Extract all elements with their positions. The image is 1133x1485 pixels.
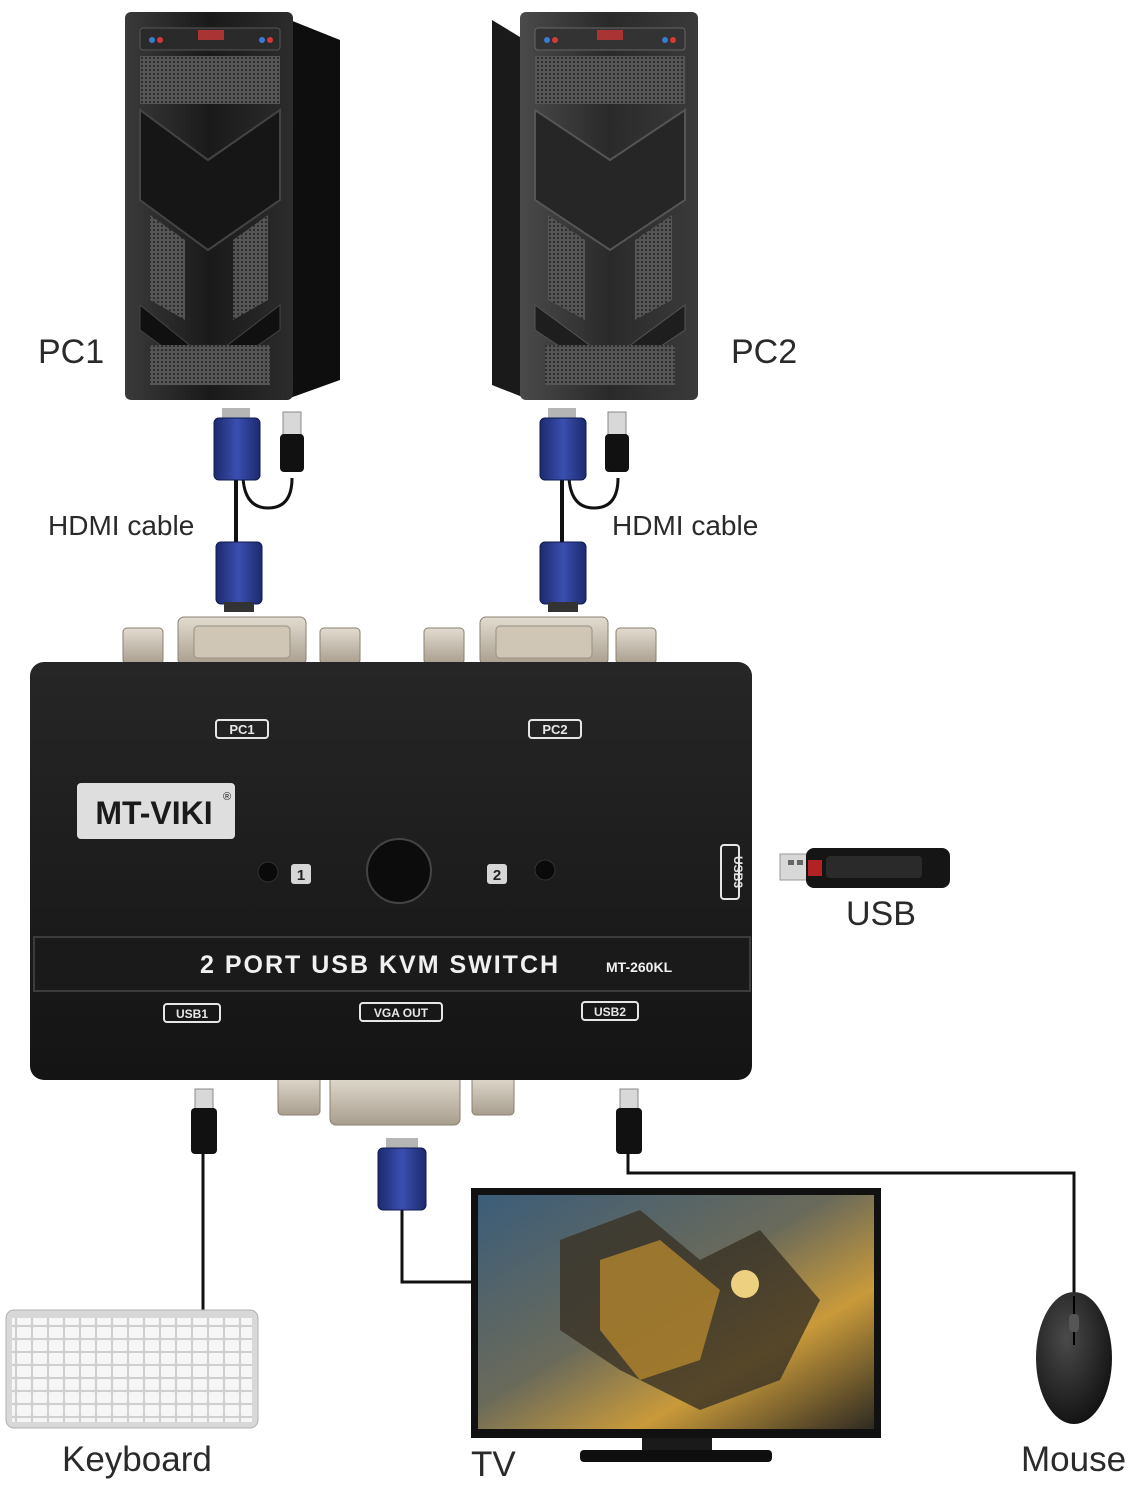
pc1-tower-icon — [125, 12, 340, 400]
label-cable-left: HDMI cable — [48, 510, 195, 541]
label-pc1: PC1 — [38, 333, 105, 371]
switch-top-ports — [122, 616, 657, 666]
vga-connector-icon — [377, 1138, 427, 1211]
switch-button[interactable] — [366, 838, 432, 904]
vga-connector-icon — [539, 541, 587, 612]
pc2-cable-set — [539, 408, 629, 612]
monitor-icon — [471, 1188, 881, 1462]
led-label-1: 1 — [297, 867, 305, 884]
port-label-vga-out: VGA OUT — [374, 1006, 429, 1020]
bottom-cables — [201, 1150, 1076, 1312]
usb-plug-icon — [605, 411, 629, 472]
port-label-usb2: USB2 — [594, 1005, 626, 1019]
usb-plug-icon — [616, 1088, 642, 1154]
port-label-usb3: USB3 — [731, 856, 745, 888]
kvm-switch: PC1 PC2 MT-VIKI ® 1 2 USB3 2 PORT USB KV… — [30, 662, 752, 1080]
vga-connector-icon — [213, 408, 261, 481]
usb-flash-drive-icon — [779, 848, 950, 888]
brand-registered-mark: ® — [223, 791, 231, 803]
label-tv: TV — [471, 1445, 516, 1484]
pc2-tower-icon — [492, 12, 698, 400]
brand-logo: MT-VIKI — [95, 795, 212, 831]
switch-title: 2 PORT USB KVM SWITCH — [200, 951, 560, 979]
mouse-icon — [1036, 1292, 1112, 1424]
port-label-usb1: USB1 — [176, 1007, 208, 1021]
keyboard-icon — [5, 1309, 259, 1429]
led-indicator-1 — [257, 861, 279, 883]
vga-connector-icon — [539, 408, 587, 481]
vga-connector-icon — [215, 541, 263, 612]
port-label-pc1: PC1 — [229, 722, 254, 737]
switch-bottom-ports — [277, 1074, 515, 1126]
led-indicator-2 — [534, 859, 556, 881]
label-pc2: PC2 — [731, 333, 798, 371]
label-keyboard: Keyboard — [62, 1440, 212, 1479]
label-cable-right: HDMI cable — [612, 510, 759, 541]
pc1-cable-set — [213, 408, 304, 612]
usb-plug-icon — [191, 1088, 217, 1154]
label-usb: USB — [846, 895, 916, 933]
port-label-pc2: PC2 — [542, 722, 567, 737]
led-label-2: 2 — [493, 867, 501, 884]
label-mouse: Mouse — [1021, 1440, 1127, 1479]
usb-plug-icon — [280, 411, 304, 472]
switch-model: MT-260KL — [606, 959, 673, 975]
